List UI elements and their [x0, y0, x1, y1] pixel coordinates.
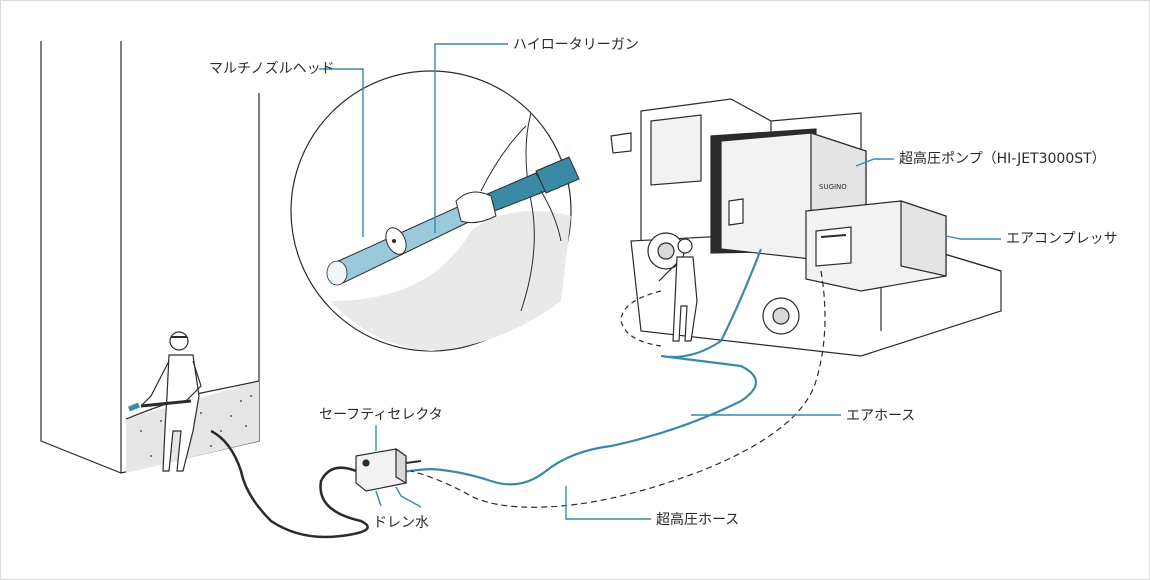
safety-selector-unit: [355, 447, 422, 507]
label-ultra-high-pressure-pump: 超高圧ポンプ（HI-JET3000ST）: [899, 150, 1106, 167]
label-drain-water: ドレン水: [373, 515, 429, 531]
label-safety-selector: セーフティセレクタ: [319, 407, 443, 423]
ultra-high-pressure-hose: [380, 248, 763, 486]
leader-drain-water: [395, 486, 422, 508]
leader-lines: [319, 43, 1001, 520]
label-high-rotary-gun: ハイロータリーガン: [513, 37, 639, 53]
leader-compressor: [945, 235, 1001, 240]
pump-brand-text: SUGINO: [819, 183, 847, 191]
worker-hose: [210, 429, 369, 539]
concrete-wall: [40, 41, 260, 474]
label-multi-nozzle-head: マルチノズルヘッド: [209, 61, 335, 77]
leader-multi-nozzle-head: [319, 68, 364, 237]
zoom-circle: [290, 70, 580, 352]
worker-with-gun: [128, 331, 202, 472]
label-air-hose: エアホース: [846, 408, 915, 424]
leader-uhp-hose: [565, 486, 651, 520]
gun-closeup: [326, 125, 580, 286]
label-ultra-high-pressure-hose: 超高圧ホース: [656, 511, 739, 528]
air-hose-loop: [620, 290, 662, 347]
leader-high-rotary-gun: [434, 43, 508, 233]
label-air-compressor: エアコンプレッサ: [1006, 231, 1118, 247]
truck-side-worker: [658, 238, 698, 342]
air-hose: [410, 270, 826, 508]
leader-pump: [855, 158, 894, 167]
air-compressor-unit: [805, 200, 947, 292]
